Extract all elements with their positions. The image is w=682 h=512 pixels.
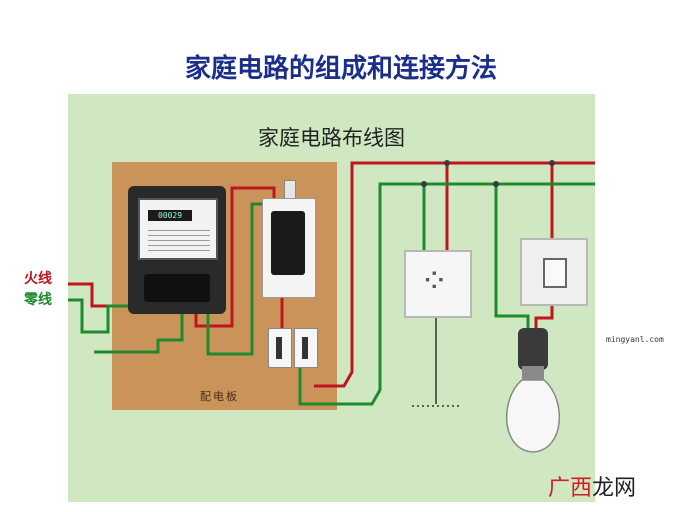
- wall-switch: [520, 238, 588, 306]
- switch-rocker: [543, 258, 567, 288]
- junction-dot: [444, 160, 450, 166]
- hot-wire-main: [314, 161, 595, 388]
- junction-dot: [549, 160, 555, 166]
- junction-dot: [493, 181, 499, 187]
- neutral-wire-main: [298, 182, 595, 406]
- watermark-text: mingyanl.com: [606, 335, 664, 344]
- breaker-body: [271, 211, 305, 275]
- meter-label-lines: [148, 226, 210, 252]
- electric-meter: 00029: [128, 186, 226, 314]
- page-title: 家庭电路的组成和连接方法: [184, 54, 497, 84]
- brand-logo: 广西龙网: [548, 476, 637, 501]
- fuse-left: [268, 328, 292, 368]
- junction-dot: [421, 181, 427, 187]
- hot-wire-meter-to-breaker: [194, 186, 276, 328]
- meter-face: 00029: [138, 198, 218, 260]
- diagram-subtitle: 家庭电路布线图: [258, 126, 405, 150]
- hot-wire-switch-to-lamp: [534, 302, 554, 330]
- neutral-wire-to-lamp: [494, 184, 530, 330]
- outlet-socket-icon: ⁘: [420, 261, 449, 301]
- lamp-bulb-icon: [505, 379, 561, 453]
- main-breaker: [262, 198, 316, 298]
- meter-readout: 00029: [148, 210, 192, 221]
- board-label: 配电板: [200, 390, 239, 403]
- hot-wire-label: 火线: [24, 271, 52, 287]
- neutral-wire-meter-to-breaker: [206, 202, 268, 356]
- hot-wire-input: [68, 282, 118, 308]
- neutral-wire-label: 零线: [24, 292, 52, 308]
- lamp-socket: [522, 366, 544, 380]
- wall-outlet: ⁘: [404, 250, 472, 318]
- fuse-right: [294, 328, 318, 368]
- neutral-wire-input: [68, 298, 128, 334]
- meter-terminal-block: [144, 274, 210, 302]
- lamp-holder: [518, 328, 548, 370]
- neutral-wire-meter-out: [94, 306, 184, 354]
